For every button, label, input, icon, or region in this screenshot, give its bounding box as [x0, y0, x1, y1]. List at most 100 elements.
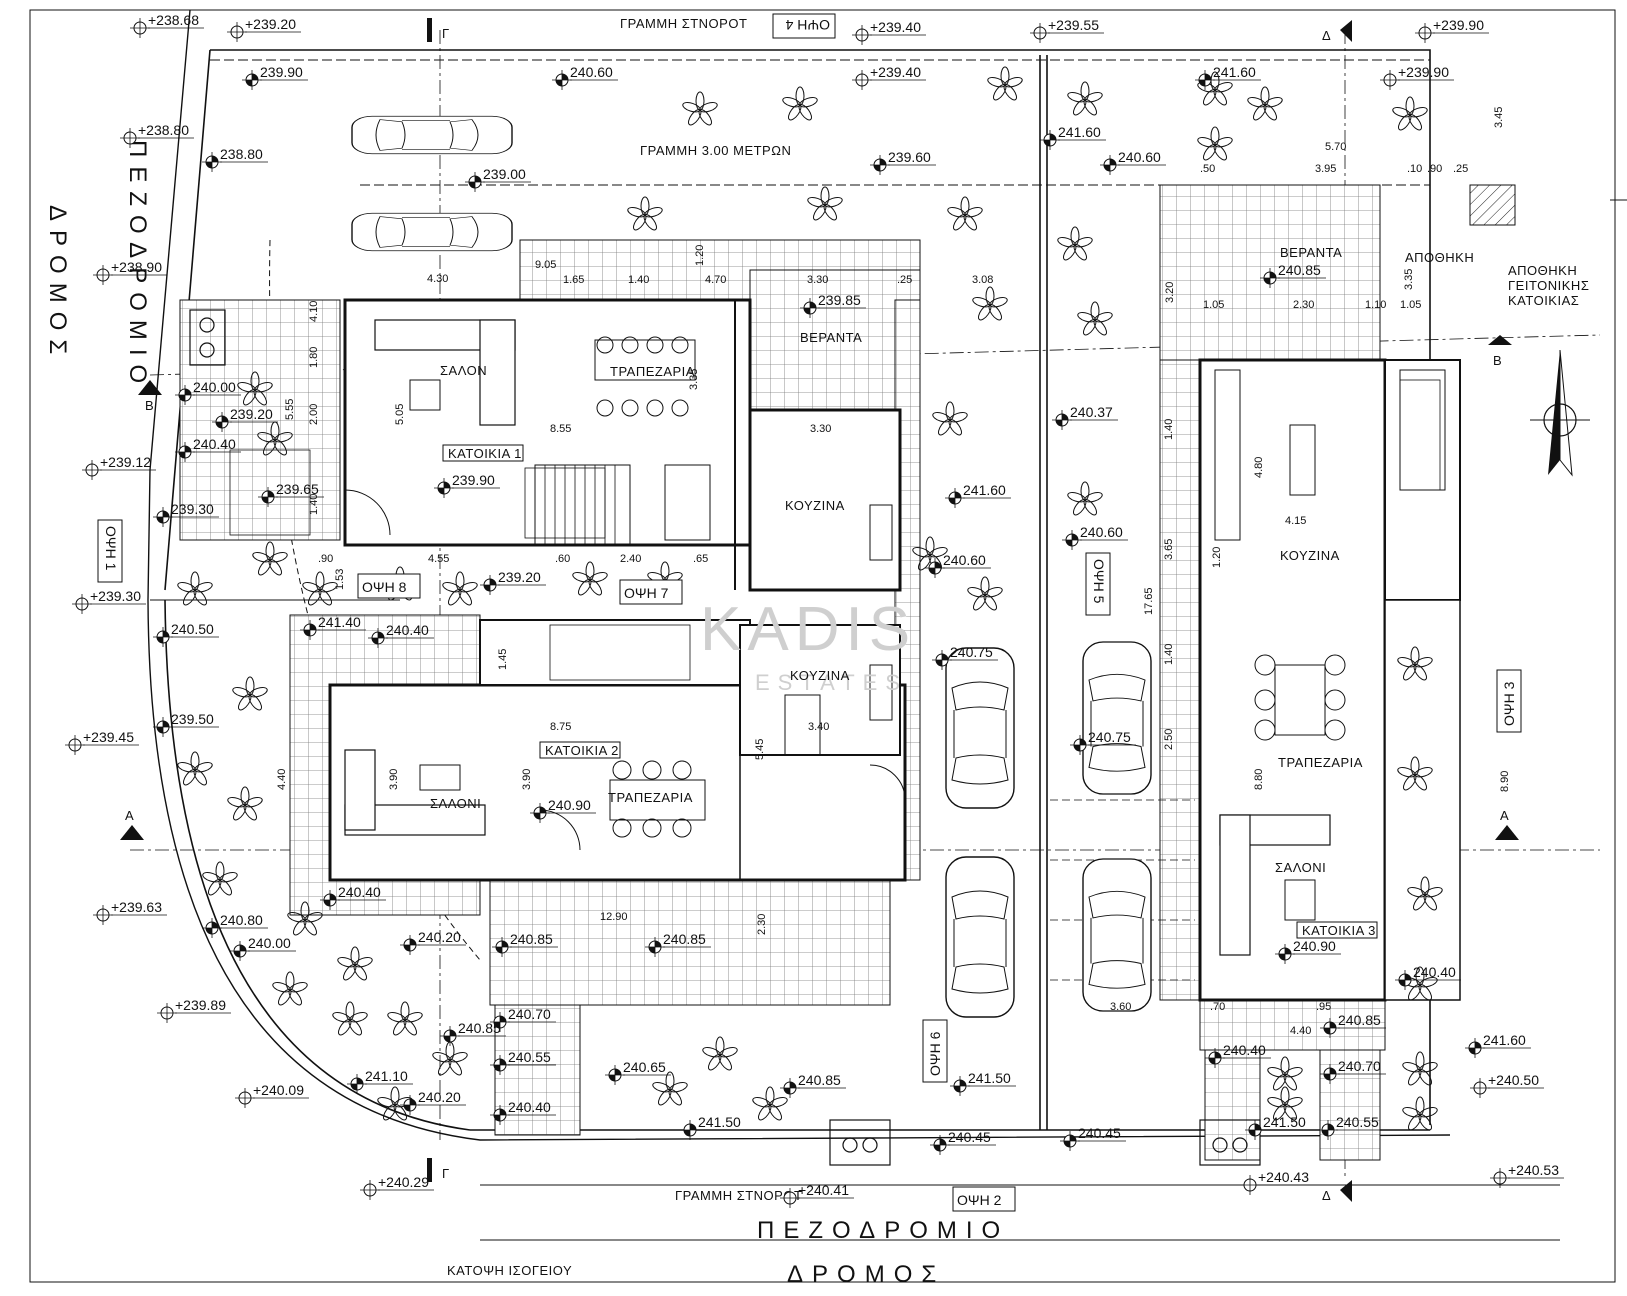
car-icon	[1082, 858, 1152, 1012]
level-value: 240.80	[220, 912, 263, 928]
level-value: 240.37	[1070, 404, 1113, 420]
level-value: 240.40	[1413, 964, 1456, 980]
level-value: 240.60	[943, 552, 986, 568]
level-marker: +239.40	[852, 64, 926, 90]
level-marker: +239.45	[65, 729, 139, 755]
level-marker: 240.40	[490, 1099, 556, 1125]
level-marker: 239.90	[242, 64, 308, 90]
level-marker: 240.55	[490, 1049, 556, 1075]
level-marker: 240.00	[230, 935, 296, 961]
level-marker: 240.60	[925, 552, 991, 578]
house-1-label: ΚΑΤΟΙΚΙΑ 1	[448, 446, 522, 461]
dimension-label: 3.20	[1164, 282, 1176, 303]
view-label: ΟΨΗ 7	[624, 585, 669, 601]
road-bottom-label: ΔΡΟΜΟΣ	[787, 1261, 945, 1288]
level-value: +239.20	[245, 16, 296, 32]
level-value: 239.85	[818, 292, 861, 308]
level-marker: 238.80	[202, 146, 268, 172]
level-value: 240.40	[1223, 1042, 1266, 1058]
level-value: +239.90	[1433, 17, 1484, 33]
level-value: 240.60	[1118, 149, 1161, 165]
dimension-label: .60	[555, 553, 570, 565]
level-marker: 240.75	[1070, 729, 1136, 755]
level-value: +238.80	[138, 122, 189, 138]
level-marker: 239.20	[480, 569, 546, 595]
view-label: ΟΨΗ 4	[785, 17, 830, 33]
road-left-label: ΔΡΟΜΟΣ	[44, 205, 71, 363]
level-marker: +239.55	[1030, 17, 1104, 43]
level-value: 240.70	[1338, 1058, 1381, 1074]
dimension-label: 2.40	[620, 553, 641, 565]
level-value: 239.50	[171, 711, 214, 727]
dimension-label: .70	[1210, 1001, 1225, 1013]
level-marker: 240.40	[368, 622, 434, 648]
level-marker: 240.90	[530, 797, 596, 823]
level-marker: 240.40	[175, 436, 241, 462]
level-value: +238.68	[148, 12, 199, 28]
level-marker: 240.85	[440, 1020, 506, 1046]
room-label: ΚΟΥΖΙΝΑ	[1280, 548, 1340, 563]
level-value: 240.85	[798, 1072, 841, 1088]
level-marker: +239.30	[72, 588, 146, 614]
level-value: 241.50	[698, 1114, 741, 1130]
level-marker: 239.65	[258, 481, 324, 507]
dimension-label: 2.30	[1293, 299, 1314, 311]
sidewalk-bottom-label: ΠΕΖΟΔΡΟΜΙΟ	[757, 1217, 1009, 1244]
level-value: +239.12	[100, 454, 151, 470]
level-value: 240.90	[548, 797, 591, 813]
svg-text:A: A	[125, 808, 134, 823]
level-value: 240.65	[623, 1059, 666, 1075]
level-marker: 240.85	[780, 1072, 846, 1098]
level-marker: +239.12	[82, 454, 156, 480]
level-value: 240.00	[248, 935, 291, 951]
view-label: ΟΨΗ 3	[1501, 681, 1517, 726]
level-marker: 241.60	[1195, 64, 1261, 90]
room-label: ΚΟΥΖΙΝΑ	[785, 498, 845, 513]
level-marker: 241.60	[1465, 1032, 1531, 1058]
svg-text:Δ: Δ	[1322, 1188, 1331, 1203]
level-marker: 241.60	[1040, 124, 1106, 150]
dimension-label: 3.45	[1493, 107, 1505, 128]
level-marker: 239.50	[153, 711, 219, 737]
level-marker: 240.85	[1320, 1012, 1386, 1038]
level-marker: +238.90	[93, 259, 167, 285]
level-value: +239.63	[111, 899, 162, 915]
level-value: +239.30	[90, 588, 141, 604]
dimension-label: 3.35	[688, 369, 700, 390]
level-value: 239.90	[452, 472, 495, 488]
level-marker: 240.85	[492, 931, 558, 957]
level-value: +240.41	[798, 1182, 849, 1198]
dimension-label: 1.40	[1163, 644, 1175, 665]
level-marker: 241.50	[950, 1070, 1016, 1096]
level-value: 240.20	[418, 929, 461, 945]
dimension-label: 1.40	[628, 274, 649, 286]
level-value: +239.55	[1048, 17, 1099, 33]
level-value: 238.80	[220, 146, 263, 162]
dimension-label: 3.90	[521, 769, 533, 790]
dimension-label: 3.35	[1403, 269, 1415, 290]
level-marker: +240.43	[1240, 1169, 1314, 1195]
level-value: +239.40	[870, 64, 921, 80]
level-marker: 240.50	[153, 621, 219, 647]
level-value: 240.75	[950, 644, 993, 660]
level-value: +240.29	[378, 1174, 429, 1190]
dimension-label: 3.08	[972, 274, 993, 286]
level-value: 240.60	[1080, 524, 1123, 540]
level-value: 239.65	[276, 481, 319, 497]
dimension-label: 4.55	[428, 553, 449, 565]
dimension-label: 8.75	[550, 721, 571, 733]
level-value: 240.40	[338, 884, 381, 900]
svg-text:Δ: Δ	[1322, 28, 1331, 43]
level-marker: 240.40	[1205, 1042, 1271, 1068]
level-marker: 241.40	[300, 614, 366, 640]
level-value: 239.60	[888, 149, 931, 165]
level-marker: +240.53	[1490, 1162, 1564, 1188]
level-marker: 240.60	[1062, 524, 1128, 550]
svg-text:Γ: Γ	[442, 26, 450, 41]
level-marker: 240.40	[320, 884, 386, 910]
level-value: +240.09	[253, 1082, 304, 1098]
svg-text:B: B	[145, 398, 154, 413]
dimension-label: 1.20	[694, 245, 706, 266]
